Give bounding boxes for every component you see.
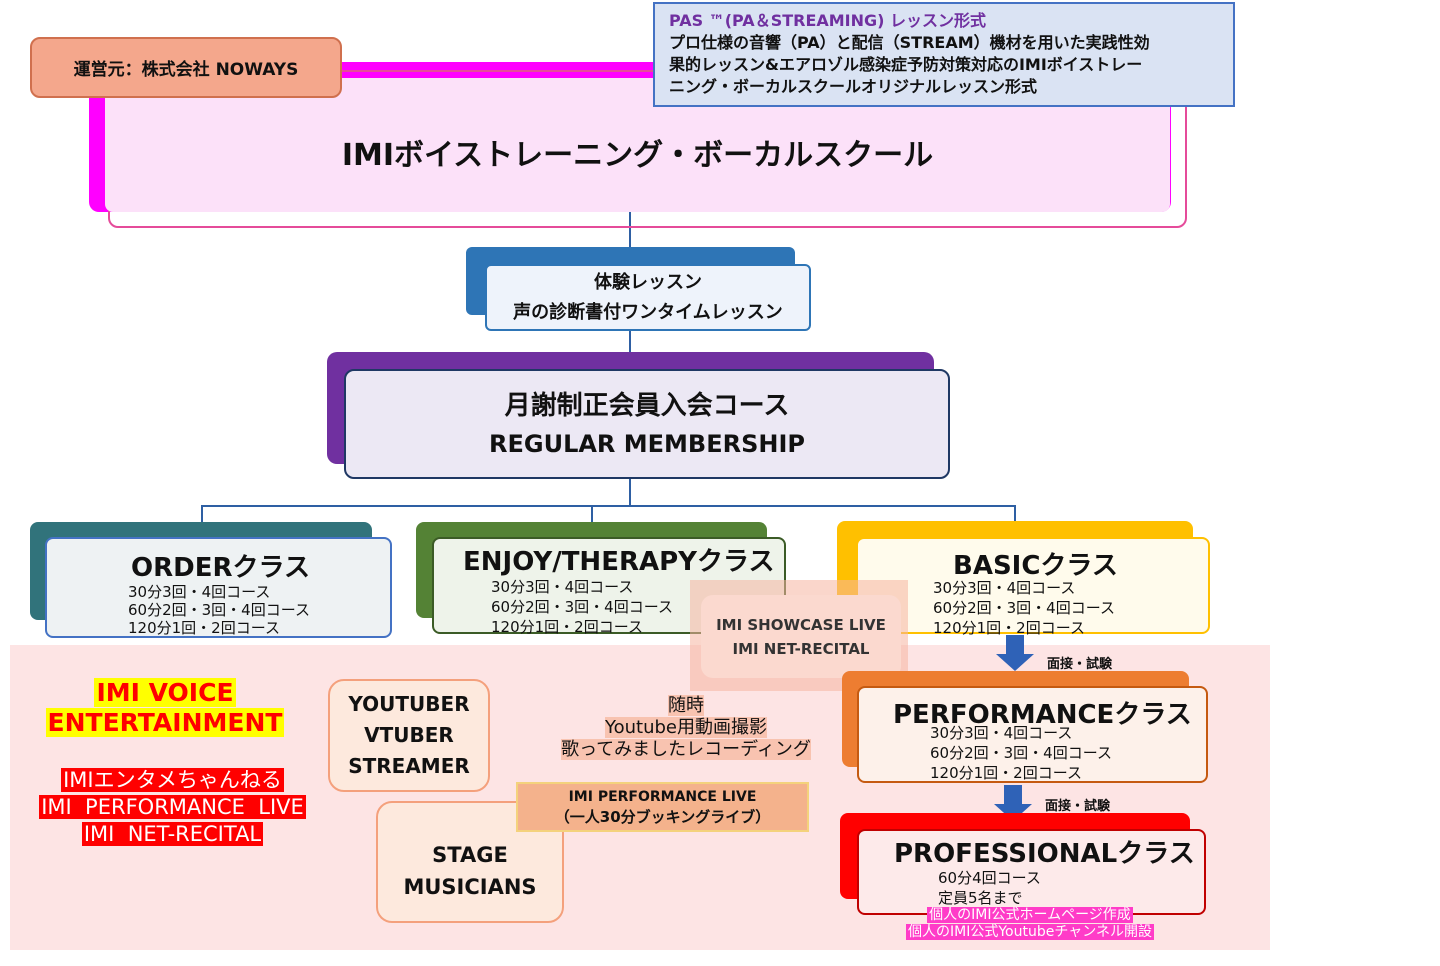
professional-course-line: 定員5名まで — [938, 889, 1023, 907]
connector-horizontal — [202, 505, 1016, 507]
order-title: ORDERクラス — [131, 553, 310, 583]
pas-line: プロ仕様の音響（PA）と配信（STREAM）機材を用いた実践性効 — [669, 33, 1150, 52]
interview-label: 面接・試験 — [1045, 799, 1111, 814]
professional-extra: 個人のIMI公式ホームページ作成 — [927, 907, 1133, 923]
professional-extra: 個人のIMI公式Youtubeチャンネル開設 — [906, 924, 1154, 940]
performance-live-line2: （一人30分ブッキングライブ） — [554, 808, 771, 826]
professional-box: PROFESSIONALクラス 60分4回コース 定員5名まで — [857, 829, 1206, 915]
interview-label: 面接・試験 — [1047, 657, 1113, 672]
enjoy-course-line: 30分3回・4回コース — [491, 578, 634, 596]
stage-line: STAGE — [432, 843, 508, 867]
trial-box: 体験レッスン 声の診断書付ワンタイムレッスン — [485, 264, 811, 331]
connector-bottom — [629, 478, 631, 506]
pas-line: ニング・ボーカルスクールオリジナルレッスン形式 — [669, 77, 1038, 96]
school-title: IMIボイストレーニング・ボーカルスクール — [341, 138, 934, 173]
membership-en: REGULAR MEMBERSHIP — [489, 430, 805, 458]
order-course-line: 30分3回・4回コース — [128, 583, 271, 601]
youtuber-box: YOUTUBER VTUBER STREAMER — [328, 679, 490, 792]
performance-course-line: 30分3回・4回コース — [930, 724, 1073, 742]
youtuber-line: STREAMER — [348, 754, 470, 778]
anytime-line: 随時 — [668, 695, 704, 716]
entertainment-item: IMI NET-RECITAL — [81, 822, 264, 846]
promotion-arrow-head-icon — [996, 654, 1034, 671]
entertainment-item: IMI PERFORMANCE LIVE — [39, 795, 306, 819]
trial-line2: 声の診断書付ワンタイムレッスン — [513, 301, 783, 323]
order-course-line: 120分1回・2回コース — [128, 619, 280, 637]
pas-title: PAS ™(PA＆STREAMING) レッスン形式 — [669, 11, 987, 30]
performance-live-line1: IMI PERFORMANCE LIVE — [568, 789, 757, 805]
entertainment-title-line1: IMI VOICE — [94, 678, 236, 707]
showcase-box: IMI SHOWCASE LIVE IMI NET-RECITAL — [701, 595, 901, 678]
basic-box: BASICクラス 30分3回・4回コース 60分2回・3回・4回コース 120分… — [856, 537, 1210, 637]
promotion-arrow-icon — [1004, 785, 1022, 805]
entertainment-title: IMI VOICE ENTERTAINMENT — [40, 678, 290, 738]
performance-box: PERFORMANCEクラス 30分3回・4回コース 60分2回・3回・4回コー… — [857, 686, 1208, 783]
performance-course-line: 60分2回・3回・4回コース — [930, 744, 1112, 762]
connector-center — [591, 505, 593, 523]
performance-title: PERFORMANCEクラス — [893, 700, 1192, 730]
trial-line1: 体験レッスン — [594, 271, 702, 293]
promotion-arrow-icon — [1006, 635, 1024, 655]
performance-course-line: 120分1回・2回コース — [930, 764, 1082, 782]
showcase-line1: IMI SHOWCASE LIVE — [716, 615, 886, 634]
professional-title: PROFESSIONALクラス — [894, 839, 1195, 869]
basic-course-line: 30分3回・4回コース — [933, 579, 1076, 597]
pas-box: PAS ™(PA＆STREAMING) レッスン形式 プロ仕様の音響（PA）と配… — [653, 2, 1235, 107]
entertainment-items: IMIエンタメちゃんねる IMI PERFORMANCE LIVE IMI NE… — [10, 767, 335, 848]
connector-top — [629, 212, 631, 248]
entertainment-item: IMIエンタメちゃんねる — [61, 768, 284, 792]
professional-course-line: 60分4回コース — [938, 869, 1041, 887]
enjoy-course-line: 60分2回・3回・4回コース — [491, 598, 673, 616]
professional-extras: 個人のIMI公式ホームページ作成 個人のIMI公式Youtubeチャンネル開設 — [880, 907, 1180, 941]
anytime-line: Youtube用動画撮影 — [605, 717, 767, 738]
membership-box: 月謝制正会員入会コース REGULAR MEMBERSHIP — [344, 369, 950, 479]
youtuber-line: YOUTUBER — [348, 692, 470, 716]
basic-course-line: 60分2回・3回・4回コース — [933, 599, 1115, 617]
membership-jp: 月謝制正会員入会コース — [504, 391, 790, 421]
showcase-line2: IMI NET-RECITAL — [732, 639, 870, 658]
anytime-block: 随時 Youtube用動画撮影 歌ってみましたレコーディング — [555, 695, 817, 761]
anytime-line: 歌ってみましたレコーディング — [561, 739, 811, 760]
connector-mid — [629, 330, 631, 354]
enjoy-title: ENJOY/THERAPYクラス — [463, 547, 775, 577]
stage-line: MUSICIANS — [403, 875, 537, 899]
entertainment-title-line2: ENTERTAINMENT — [45, 708, 285, 737]
enjoy-course-line: 120分1回・2回コース — [491, 618, 643, 636]
connector-right — [1014, 505, 1016, 523]
connector-left — [201, 505, 203, 523]
operator-label: 運営元：株式会社 NOWAYS — [73, 60, 299, 80]
operator-box: 運営元：株式会社 NOWAYS — [30, 37, 342, 98]
pas-line: 果的レッスン&エアロゾル感染症予防対策対応のIMIボイストレー — [669, 55, 1143, 74]
order-box: ORDERクラス 30分3回・4回コース 60分2回・3回・4回コース 120分… — [45, 537, 392, 638]
order-course-line: 60分2回・3回・4回コース — [128, 601, 310, 619]
performance-live-box: IMI PERFORMANCE LIVE （一人30分ブッキングライブ） — [516, 782, 809, 832]
youtuber-line: VTUBER — [364, 723, 454, 747]
basic-title: BASICクラス — [953, 551, 1118, 581]
basic-course-line: 120分1回・2回コース — [933, 619, 1085, 637]
